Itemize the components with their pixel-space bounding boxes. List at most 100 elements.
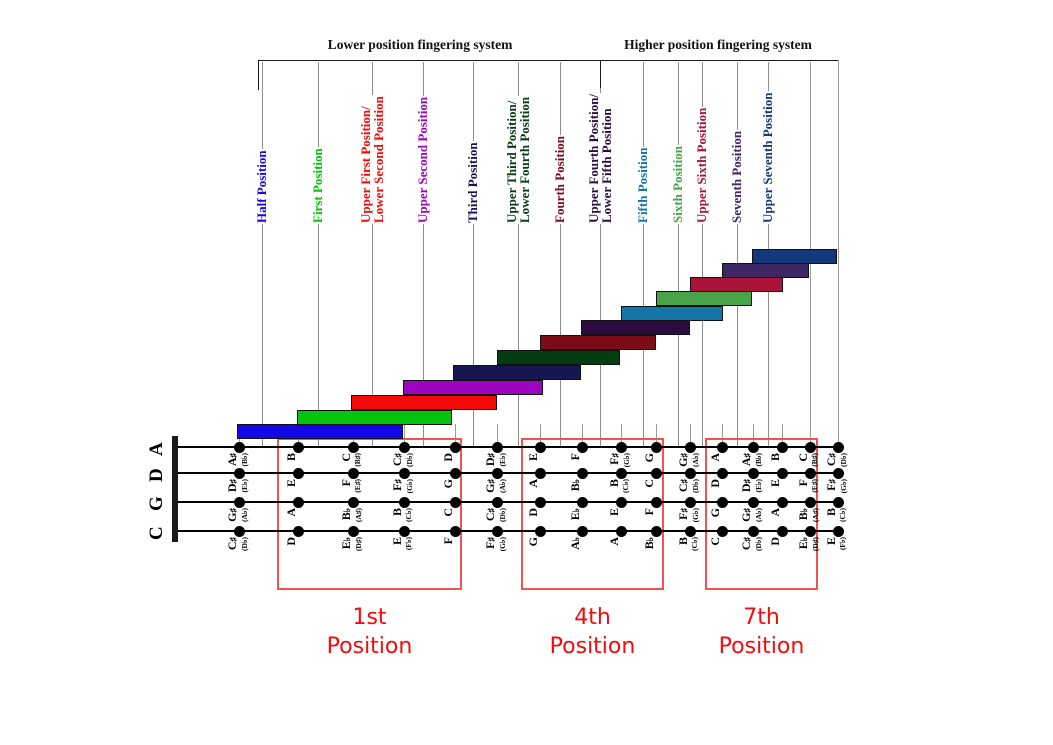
position-leader-line: [423, 62, 424, 447]
note-dot: [234, 526, 245, 537]
note-name: A: [526, 479, 540, 488]
note-dot: [685, 442, 696, 453]
note-dot: [348, 442, 359, 453]
note-dot: [805, 497, 816, 508]
accidental-glyph: ♯: [827, 479, 837, 484]
string-label: C: [146, 526, 167, 540]
note-dot: [293, 497, 304, 508]
note-dot: [399, 442, 410, 453]
note-letter: F: [483, 541, 497, 549]
note-label: B(C♭): [824, 508, 848, 522]
note-dot: [833, 497, 844, 508]
note-label: E♭: [568, 508, 582, 520]
note-name: C: [339, 453, 353, 462]
note-column-tick: [404, 424, 405, 447]
note-label: E(F♭): [390, 537, 414, 550]
note-label: G: [708, 508, 722, 518]
note-label: D: [526, 508, 540, 517]
position-leader-line: [473, 62, 474, 447]
position-box-label-line1: 1st: [352, 605, 387, 630]
position-bar: [722, 263, 809, 278]
note-letter: B: [796, 512, 810, 521]
accidental-glyph: ♯: [610, 453, 620, 458]
note-label: G♯(A♭): [483, 479, 508, 493]
position-label-line1: Upper Second Position: [415, 96, 430, 223]
bracket-line: [258, 60, 838, 61]
note-dot: [399, 468, 410, 479]
accidental-glyph: ♯: [486, 537, 496, 542]
note-label: C(B♯): [796, 453, 820, 467]
note-letter: A: [568, 541, 582, 550]
note-label: A: [768, 508, 782, 517]
accidental-glyph: ♭: [799, 537, 809, 542]
note-name: A♭: [568, 537, 582, 550]
note-name: F♯: [676, 508, 690, 522]
note-name: C♯: [676, 479, 690, 493]
note-label: F♯(G♭): [390, 479, 415, 493]
note-name: A: [284, 508, 298, 517]
note-column-tick: [455, 424, 456, 447]
position-leader-line: [560, 62, 561, 447]
position-label-line1: Upper Sixth Position: [694, 107, 709, 223]
note-label: E: [284, 479, 298, 487]
note-dot: [348, 526, 359, 537]
accidental-glyph: ♯: [679, 453, 689, 458]
position-leader-line: [678, 62, 679, 447]
note-dot: [616, 526, 627, 537]
note-enharmonic: (G♭): [498, 537, 507, 552]
position-label: Upper Seventh Position: [760, 91, 775, 224]
accidental-glyph: ♯: [679, 508, 689, 513]
note-dot: [399, 497, 410, 508]
note-name: A: [768, 508, 782, 517]
note-name: D♯: [739, 479, 753, 493]
note-letter: A: [739, 457, 753, 467]
note-enharmonic: (B♯): [810, 453, 819, 467]
note-dot: [651, 468, 662, 479]
note-dot: [577, 468, 588, 479]
note-name: B♭: [568, 479, 582, 492]
note-label: B(C♭): [390, 508, 414, 522]
position-label-line1: Sixth Position: [670, 146, 685, 223]
position-label: First Position: [310, 147, 325, 224]
system-label-lower: Lower position fingering system: [327, 37, 513, 52]
note-name: G: [708, 508, 722, 518]
note-enharmonic: (A♯): [354, 508, 363, 523]
note-enharmonic: (D♭): [754, 537, 763, 551]
note-enharmonic: (C♭): [621, 479, 630, 493]
note-name: C♯: [225, 537, 239, 551]
accidental-glyph: ♭: [342, 508, 352, 513]
position-label-line2: Lower Fifth Position: [599, 108, 614, 223]
note-name: F: [796, 479, 810, 487]
note-dot: [234, 468, 245, 479]
note-label: D: [708, 479, 722, 488]
position-label-line2: Lower Fourth Position: [517, 96, 532, 223]
position-box-label-line2: Position: [326, 634, 413, 659]
note-name: F: [642, 508, 656, 516]
note-label: B: [284, 453, 298, 461]
position-label-line1: First Position: [310, 148, 325, 223]
note-dot: [805, 442, 816, 453]
note-letter: B: [642, 541, 656, 550]
string-line: [175, 501, 842, 503]
note-label: D♯(E♭): [483, 453, 508, 467]
note-dot: [577, 442, 588, 453]
note-dot: [535, 442, 546, 453]
note-dot: [577, 526, 588, 537]
note-dot: [651, 442, 662, 453]
note-letter: D: [483, 457, 497, 467]
note-letter: B: [568, 483, 582, 492]
note-name: C: [642, 479, 656, 488]
position-label: Seventh Position: [729, 129, 744, 224]
note-label: E(F♭): [824, 537, 848, 550]
note-letter: G: [225, 512, 239, 522]
note-letter: G: [739, 512, 753, 522]
position-bar: [581, 320, 690, 335]
position-label-line2: Lower Second Position: [371, 96, 386, 223]
note-label: A♯(B♭): [739, 453, 764, 467]
note-column-tick: [621, 424, 622, 447]
note-name: G♯: [739, 508, 753, 522]
note-label: A: [526, 479, 540, 488]
position-label: Third Position: [465, 141, 480, 224]
note-enharmonic: (A♭): [240, 508, 249, 522]
note-letter: E: [339, 541, 353, 550]
